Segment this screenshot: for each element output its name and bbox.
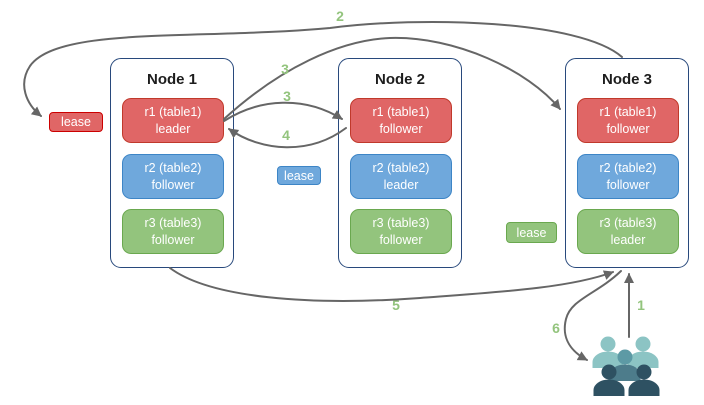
replica-role: leader (610, 232, 646, 247)
step-number-2: 2 (336, 8, 344, 24)
step-number-5: 5 (392, 297, 400, 313)
replica-role: follower (379, 232, 423, 247)
lease-label-table2: lease (277, 166, 321, 185)
step-number-4: 4 (282, 127, 290, 143)
node-3: Node 3 r1 (table1) follower r2 (table2) … (565, 58, 689, 268)
replica-label: r1 (table1) (599, 105, 657, 120)
replica-role: leader (155, 121, 191, 136)
node-1-replica-r1: r1 (table1) leader (122, 98, 224, 143)
replica-role: follower (606, 121, 650, 136)
node-3-replica-r3: r3 (table3) leader (577, 209, 679, 254)
node-1-title: Node 1 (146, 71, 197, 88)
step-number-1: 1 (637, 297, 645, 313)
replica-role: follower (379, 121, 423, 136)
replica-label: r3 (table3) (599, 216, 657, 231)
node-2-replica-r3: r3 (table3) follower (350, 209, 452, 254)
node-2-replica-r2: r2 (table2) leader (350, 154, 452, 199)
replica-label: r1 (table1) (144, 105, 202, 120)
lease-label-table1: lease (49, 112, 103, 132)
step-number-3b: 3 (283, 88, 291, 104)
replica-label: r1 (table1) (372, 105, 430, 120)
arrow-step-6 (563, 270, 622, 361)
node-1-replica-r3: r3 (table3) follower (122, 209, 224, 254)
users-icon (592, 336, 660, 396)
step-number-3a: 3 (281, 61, 289, 77)
node-2-replica-r1: r1 (table1) follower (350, 98, 452, 143)
node-3-replica-r2: r2 (table2) follower (577, 154, 679, 199)
arrow-step-3-to-node2 (223, 101, 343, 122)
step-number-6: 6 (552, 320, 560, 336)
node-2-title: Node 2 (374, 71, 425, 88)
replica-role: follower (606, 177, 650, 192)
node-3-replica-r1: r1 (table1) follower (577, 98, 679, 143)
node-2: Node 2 r1 (table1) follower r2 (table2) … (338, 58, 462, 268)
replica-role: leader (383, 177, 419, 192)
node-1: Node 1 r1 (table1) leader r2 (table2) fo… (110, 58, 234, 268)
arrow-step-5 (169, 267, 614, 302)
replica-role: follower (151, 177, 195, 192)
replica-role: follower (151, 232, 195, 247)
replica-label: r3 (table3) (372, 216, 430, 231)
replica-label: r2 (table2) (372, 161, 430, 176)
node-3-title: Node 3 (601, 71, 652, 88)
node-1-replica-r2: r2 (table2) follower (122, 154, 224, 199)
lease-label-table3: lease (506, 222, 557, 243)
replica-label: r2 (table2) (599, 161, 657, 176)
replica-label: r3 (table3) (144, 216, 202, 231)
replica-label: r2 (table2) (144, 161, 202, 176)
